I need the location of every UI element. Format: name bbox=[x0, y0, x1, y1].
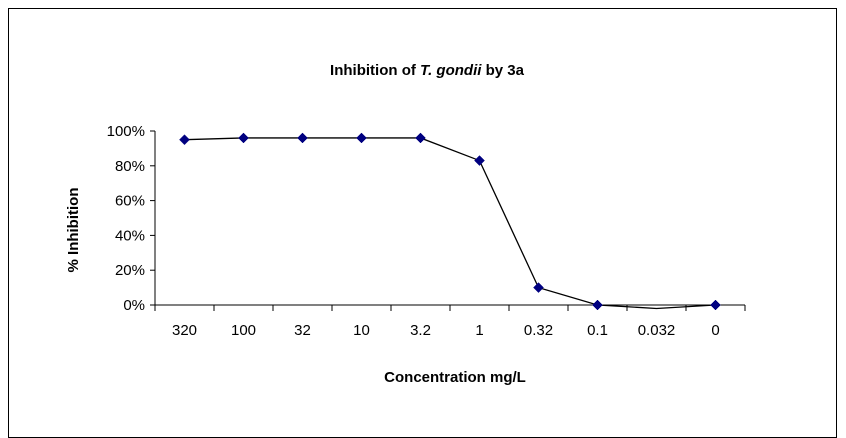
data-point bbox=[474, 155, 485, 166]
data-markers bbox=[179, 132, 721, 311]
x-tick-label: 0 bbox=[711, 322, 719, 339]
x-tick-label: 320 bbox=[172, 322, 197, 339]
chart-title-part-3: by 3a bbox=[481, 62, 524, 79]
x-axis-label: Concentration mg/L bbox=[384, 369, 526, 386]
chart-title: Inhibition of T. gondii by 3a bbox=[330, 62, 525, 79]
x-tick-label: 32 bbox=[294, 322, 311, 339]
y-axis-label: % Inhibition bbox=[65, 188, 82, 273]
x-tick-label: 3.2 bbox=[410, 322, 431, 339]
y-tick-label: 80% bbox=[115, 158, 145, 175]
y-tick-label: 20% bbox=[115, 262, 145, 279]
x-tick-label: 0.32 bbox=[524, 322, 553, 339]
y-tick-label: 40% bbox=[115, 227, 145, 244]
data-point bbox=[238, 132, 249, 144]
data-point bbox=[533, 282, 544, 293]
data-point bbox=[297, 132, 308, 144]
data-point bbox=[356, 132, 367, 144]
y-tick-label: 100% bbox=[107, 123, 145, 140]
x-tick-label: 10 bbox=[353, 322, 370, 339]
data-point bbox=[592, 299, 603, 311]
x-tick-label: 0.1 bbox=[587, 322, 608, 339]
data-point bbox=[415, 132, 426, 144]
x-tick-labels: 320 100 32 10 3.2 1 0.32 0.1 0.032 0 bbox=[172, 322, 720, 339]
data-point bbox=[179, 134, 190, 146]
chart-title-part-1: Inhibition of bbox=[330, 62, 420, 79]
chart-title-part-2: T. gondii bbox=[420, 62, 482, 79]
y-tick-label: 60% bbox=[115, 193, 145, 210]
axes bbox=[150, 130, 746, 311]
line-chart: Inhibition of T. gondii by 3a 0% 20% 40% 60… bbox=[65, 62, 746, 386]
x-tick-label: 100 bbox=[231, 322, 256, 339]
series-line bbox=[184, 137, 716, 310]
x-tick-label: 0.032 bbox=[638, 322, 676, 339]
y-tick-labels: 0% 20% 40% 60% 80% 100% bbox=[107, 123, 145, 314]
y-tick-label: 0% bbox=[123, 297, 145, 314]
data-point bbox=[710, 299, 721, 311]
x-tick-label: 1 bbox=[475, 322, 483, 339]
